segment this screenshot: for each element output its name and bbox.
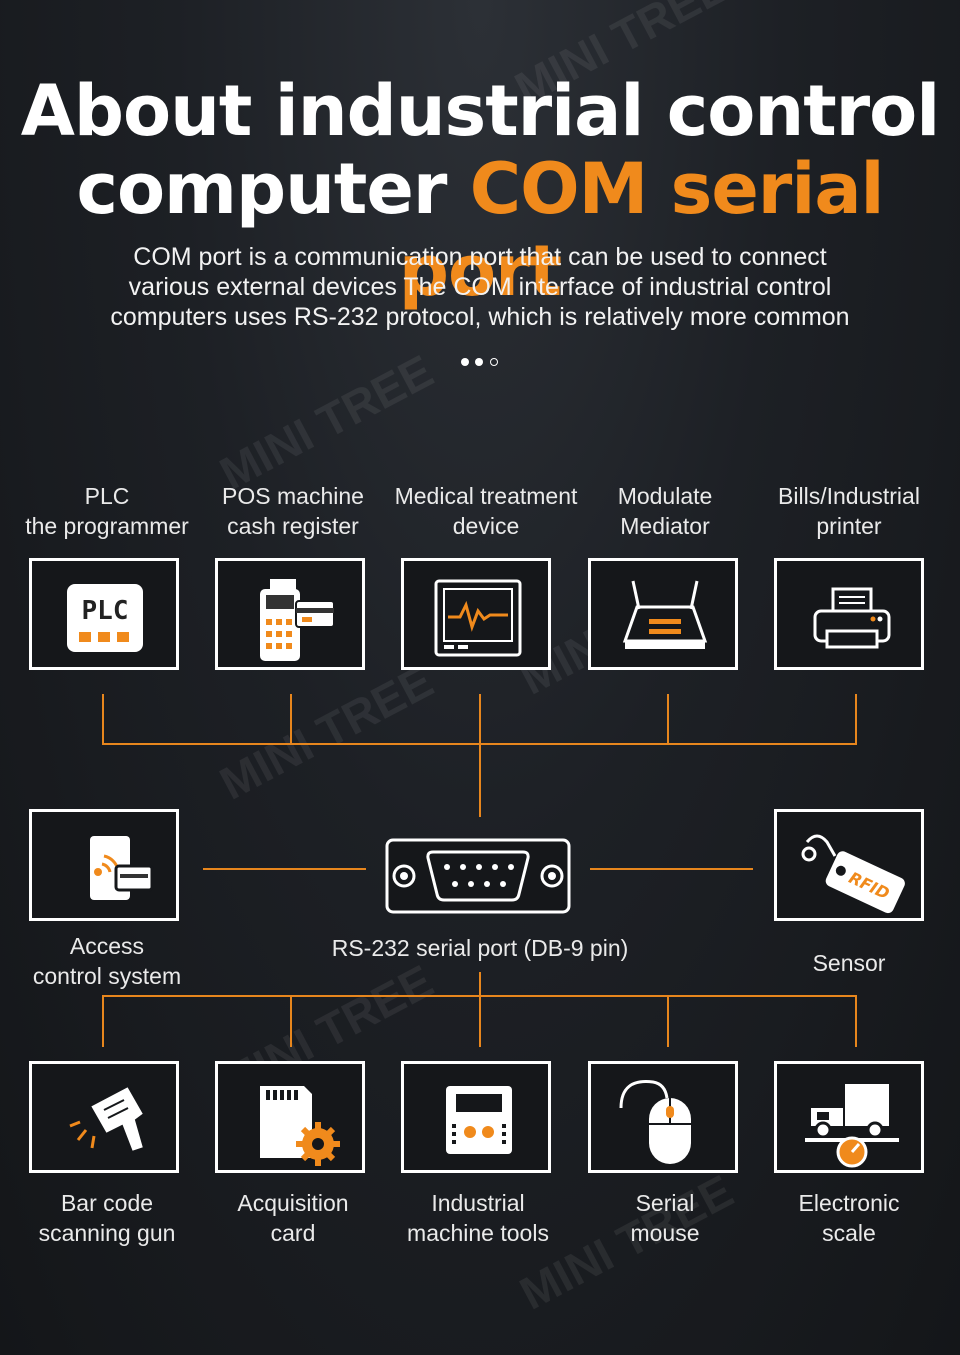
connector-line bbox=[479, 694, 481, 817]
access-card-icon bbox=[90, 836, 154, 900]
title-accent: COM serial port bbox=[398, 148, 885, 312]
printer-icon bbox=[813, 587, 891, 649]
rfid-tag-icon: RFID bbox=[801, 834, 905, 914]
connector-line bbox=[203, 868, 366, 870]
description: COM port is a communication port that ca… bbox=[110, 243, 850, 331]
dot-empty bbox=[490, 358, 498, 366]
printer-box bbox=[774, 558, 924, 670]
plc-box: PLC bbox=[29, 558, 179, 670]
machine-tool-panel-icon bbox=[446, 1086, 512, 1154]
plc-icon: PLC bbox=[67, 584, 143, 652]
connector-line bbox=[855, 694, 857, 744]
page-title-line1: About industrial control bbox=[20, 70, 941, 152]
watermark: MINI TREE bbox=[211, 654, 442, 810]
pos-terminal-icon bbox=[260, 579, 335, 661]
medical-monitor-icon bbox=[434, 579, 522, 657]
scanner-box bbox=[29, 1061, 179, 1173]
sensor-box: RFID bbox=[774, 809, 924, 921]
connector-line bbox=[102, 995, 104, 1047]
watermark: MINI TREE bbox=[211, 344, 442, 500]
connector-line bbox=[479, 972, 481, 1047]
acquisition-box bbox=[215, 1061, 365, 1173]
connector-line bbox=[667, 995, 669, 1047]
center-port-label: RS-232 serial port (DB-9 pin) bbox=[331, 935, 629, 961]
access-box bbox=[29, 809, 179, 921]
connector-bus bbox=[102, 743, 857, 745]
mouse-icon bbox=[619, 1080, 691, 1164]
machine-tool-box bbox=[401, 1061, 551, 1173]
mouse-box bbox=[588, 1061, 738, 1173]
title-plain: computer bbox=[76, 148, 470, 230]
page-title-line2: computer COM serial port bbox=[0, 148, 960, 312]
connector-line bbox=[667, 694, 669, 744]
connector-line bbox=[290, 995, 292, 1047]
sensor-label: Sensor bbox=[812, 950, 886, 976]
db9-connector-icon bbox=[385, 838, 571, 914]
pos-box bbox=[215, 558, 365, 670]
truck-scale-icon bbox=[805, 1084, 899, 1168]
medical-box bbox=[401, 558, 551, 670]
barcode-scanner-icon bbox=[69, 1084, 146, 1154]
pagination-dots bbox=[461, 358, 501, 370]
connector-line bbox=[102, 694, 104, 744]
connector-line bbox=[590, 868, 753, 870]
modem-router-icon bbox=[622, 580, 708, 649]
sd-card-gear-icon bbox=[260, 1086, 340, 1166]
dot-filled bbox=[461, 358, 469, 366]
db9-port bbox=[385, 838, 571, 919]
modem-box bbox=[588, 558, 738, 670]
connector-bus bbox=[102, 995, 857, 997]
connector-line bbox=[855, 995, 857, 1047]
scale-box bbox=[774, 1061, 924, 1173]
svg-text:PLC: PLC bbox=[82, 596, 129, 626]
dot-filled bbox=[475, 358, 483, 366]
connector-line bbox=[290, 694, 292, 744]
